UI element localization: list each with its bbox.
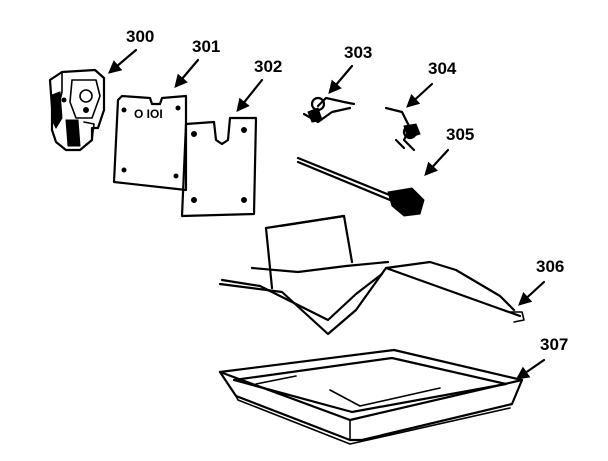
label-304: 304	[428, 59, 457, 78]
arrow-301	[174, 58, 200, 89]
part-307-tray	[218, 348, 524, 445]
label-307: 307	[540, 335, 568, 354]
label-303: 303	[344, 43, 372, 62]
arrow-307	[515, 358, 546, 380]
part-305-probe	[296, 156, 425, 217]
arrow-300	[107, 48, 138, 74]
part-300-control-bracket	[48, 68, 106, 152]
arrow-302	[236, 78, 264, 113]
part-306-wire-rack	[218, 214, 525, 336]
part-301-plate: O IOI	[112, 94, 188, 192]
arrow-304	[406, 82, 434, 108]
label-305: 305	[446, 125, 474, 144]
part-304-bracket	[384, 106, 421, 152]
label-302: 302	[254, 57, 282, 76]
label-300: 300	[126, 27, 154, 46]
part-302-mounting-plate	[180, 116, 258, 218]
arrow-305	[424, 148, 450, 176]
label-306: 306	[536, 257, 564, 276]
arrow-303	[328, 64, 354, 95]
label-301: 301	[192, 37, 220, 56]
plate-marking: O IOI	[134, 107, 163, 121]
arrow-306	[518, 280, 546, 306]
part-303-clip	[302, 96, 356, 124]
